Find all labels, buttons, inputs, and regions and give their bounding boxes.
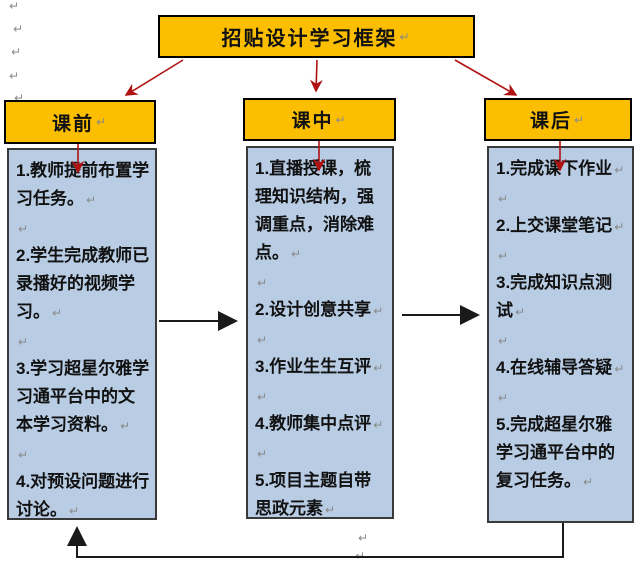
column-header-label: 课后 xyxy=(529,111,572,132)
paragraph-mark: ↵ xyxy=(257,390,268,404)
list-item: 4.教师集中点评↵ xyxy=(255,414,384,433)
blank-line: ↵ xyxy=(255,325,387,353)
paragraph-mark: ↵ xyxy=(583,475,594,489)
blank-line: ↵ xyxy=(16,327,150,355)
diagram-title: 招贴设计学习框架 xyxy=(221,28,398,50)
blank-line: ↵ xyxy=(496,383,627,411)
list-item: 2.上交课堂笔记↵ xyxy=(496,216,625,235)
list-item: 4.对预设问题进行讨论。↵ xyxy=(16,472,150,519)
column-body-after-class: 1.完成课下作业↵↵2.上交课堂笔记↵↵3.完成知识点测试↵↵4.在线辅导答疑↵… xyxy=(487,146,634,523)
blank-line: ↵ xyxy=(496,241,627,269)
paragraph-mark: ↵ xyxy=(325,503,336,517)
list-item: 2.学生完成教师已录播好的视频学习。↵ xyxy=(16,246,150,321)
column-header-label: 课前 xyxy=(51,113,94,135)
list-item: 4.在线辅导答疑↵ xyxy=(496,358,625,377)
paragraph-mark: ↵ xyxy=(373,304,384,318)
paragraph-mark: ↵ xyxy=(95,115,109,129)
paragraph-mark: ↵ xyxy=(355,549,366,563)
blank-line: ↵ xyxy=(496,184,627,212)
list-item: 3.完成知识点测试↵ xyxy=(496,273,613,320)
list-item: 2.设计创意共享↵ xyxy=(255,300,384,319)
paragraph-mark: ↵ xyxy=(614,163,625,177)
paragraph-mark: ↵ xyxy=(498,334,509,348)
list-item: 5.项目主题自带思政元素↵ xyxy=(255,471,372,518)
paragraph-mark: ↵ xyxy=(13,22,24,36)
paragraph-mark: ↵ xyxy=(86,193,97,207)
paragraph-mark: ↵ xyxy=(52,306,63,320)
paragraph-mark: ↵ xyxy=(14,91,25,105)
paragraph-mark: ↵ xyxy=(257,447,268,461)
paragraph-mark: ↵ xyxy=(399,29,412,44)
column-header-after-class: 课后↵ xyxy=(484,98,632,141)
paragraph-mark: ↵ xyxy=(18,335,29,349)
paragraph-mark: ↵ xyxy=(573,112,587,127)
column-body-pre-class: 1.教师提前布置学习任务。↵↵2.学生完成教师已录播好的视频学习。↵↵3.学习超… xyxy=(7,148,157,520)
blank-line: ↵ xyxy=(16,214,150,242)
column-body-in-class: 1.直播授课，梳理知识结构，强调重点，消除难点。↵↵2.设计创意共享↵↵3.作业… xyxy=(246,146,394,519)
paragraph-mark: ↵ xyxy=(9,69,20,83)
list-item: 5.完成超星尔雅学习通平台中的复习任务。↵ xyxy=(496,415,615,490)
black-feedback-arrow-after-to-pre xyxy=(67,523,564,558)
paragraph-mark: ↵ xyxy=(120,419,131,433)
column-header-pre-class: 课前↵ xyxy=(4,100,156,144)
paragraph-mark: ↵ xyxy=(614,220,625,234)
paragraph-mark: ↵ xyxy=(257,333,268,347)
paragraph-mark: ↵ xyxy=(498,391,509,405)
red-arrow-title-to-pre-class xyxy=(124,59,184,96)
blank-line: ↵ xyxy=(255,268,387,296)
paragraph-mark: ↵ xyxy=(9,0,20,13)
paragraph-mark: ↵ xyxy=(291,247,302,261)
list-item: 1.教师提前布置学习任务。↵ xyxy=(16,161,150,208)
column-header-label: 课中 xyxy=(291,111,334,132)
paragraph-mark: ↵ xyxy=(614,362,625,376)
list-item: 1.完成课下作业↵ xyxy=(496,159,625,178)
paragraph-mark: ↵ xyxy=(498,192,509,206)
paragraph-mark: ↵ xyxy=(373,361,384,375)
paragraph-mark: ↵ xyxy=(18,222,29,236)
column-header-in-class: 课中↵ xyxy=(243,98,396,141)
blank-line: ↵ xyxy=(255,439,387,467)
diagram-title-box: 招贴设计学习框架↵ xyxy=(158,15,475,58)
paragraph-mark: ↵ xyxy=(498,249,509,263)
paragraph-mark: ↵ xyxy=(373,418,384,432)
blank-line: ↵ xyxy=(496,326,627,354)
paragraph-mark: ↵ xyxy=(11,45,22,59)
red-arrow-title-to-after-class xyxy=(454,59,518,96)
paragraph-mark: ↵ xyxy=(335,112,348,127)
list-item: 1.直播授课，梳理知识结构，强调重点，消除难点。↵ xyxy=(255,159,374,262)
paragraph-mark: ↵ xyxy=(358,531,369,545)
paragraph-mark: ↵ xyxy=(69,504,80,518)
list-item: 3.学习超星尔雅学习通平台中的文本学习资料。↵ xyxy=(16,359,150,434)
red-arrow-title-to-in-class xyxy=(309,59,323,93)
blank-line: ↵ xyxy=(255,382,387,410)
paragraph-mark: ↵ xyxy=(18,448,29,462)
blank-line: ↵ xyxy=(16,440,150,468)
list-item: 3.作业生生互评↵ xyxy=(255,357,384,376)
paragraph-mark: ↵ xyxy=(515,305,526,319)
paragraph-mark: ↵ xyxy=(257,276,268,290)
